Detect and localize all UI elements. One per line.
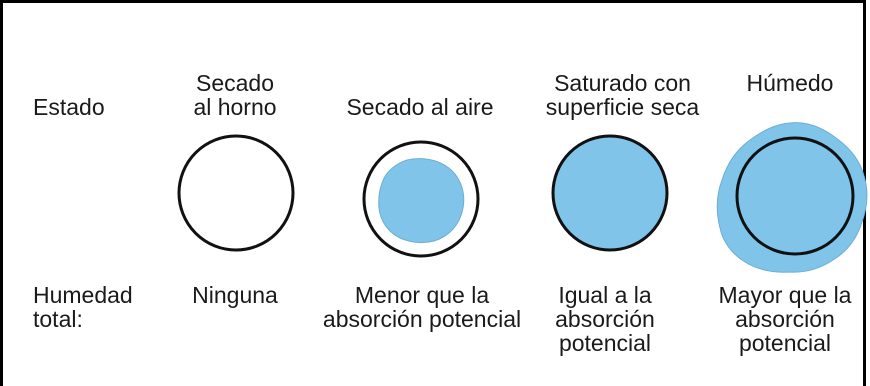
moisture-line: Menor que la bbox=[354, 282, 490, 308]
state-name-line: Húmedo bbox=[746, 70, 834, 96]
particle-oven-dry bbox=[177, 134, 295, 252]
state-name-ssd: Saturado con superficie seca bbox=[520, 71, 725, 119]
moisture-core-air-dry bbox=[378, 158, 465, 244]
row-label-moisture-line: Humedad bbox=[33, 282, 133, 308]
moisture-wet: Mayor que la absorción potencial bbox=[710, 283, 860, 355]
state-name-line: superficie seca bbox=[545, 94, 700, 120]
moisture-line: absorción bbox=[555, 306, 655, 332]
state-name-oven-dry: Secado al horno bbox=[160, 71, 310, 119]
row-label-moisture-line: total: bbox=[33, 306, 83, 332]
moisture-line: potencial bbox=[558, 330, 652, 356]
state-name-wet: Húmedo bbox=[715, 71, 865, 95]
moisture-line: Ninguna bbox=[192, 282, 278, 308]
moisture-air-dry: Menor que la absorción potencial bbox=[297, 283, 547, 331]
moisture-oven-dry: Ninguna bbox=[180, 283, 290, 307]
moisture-line: Mayor que la bbox=[718, 282, 852, 308]
moisture-ssd: Igual a la absorción potencial bbox=[540, 283, 670, 355]
state-name-line: al horno bbox=[193, 94, 277, 120]
state-name-air-dry: Secado al aire bbox=[320, 95, 520, 119]
particle-ssd bbox=[551, 134, 669, 252]
moisture-line: potencial bbox=[738, 330, 832, 356]
moisture-line: Igual a la bbox=[558, 282, 652, 308]
row-label-state: Estado bbox=[33, 94, 105, 120]
state-name-line: Secado al aire bbox=[346, 94, 494, 120]
state-name-line: Secado bbox=[195, 70, 274, 96]
row-label-moisture: Humedad total: bbox=[33, 283, 133, 331]
moisture-line: absorción bbox=[735, 306, 835, 332]
particle-wet bbox=[735, 136, 855, 256]
state-name-line: Saturado con bbox=[554, 70, 691, 96]
moisture-line: absorción potencial bbox=[322, 306, 522, 332]
